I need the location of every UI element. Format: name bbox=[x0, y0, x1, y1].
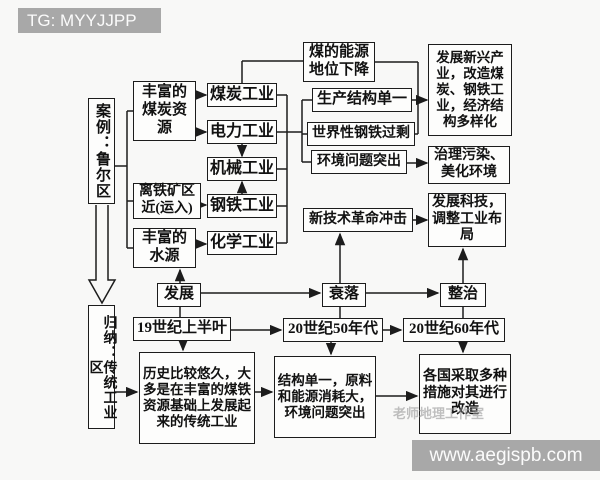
node-case-ruhr: 案例：鲁尔区 bbox=[88, 98, 115, 204]
watermark-bottom-right: www.aegispb.com bbox=[412, 440, 600, 471]
node-power-industry: 电力工业 bbox=[207, 120, 277, 144]
node-time-1950s: 20世纪50年代 bbox=[283, 318, 383, 342]
node-time-early-19th-century: 19世纪上半叶 bbox=[133, 317, 231, 341]
node-pollution-control: 治理污染、美化环境 bbox=[428, 146, 510, 184]
arrow-connectors bbox=[115, 89, 469, 402]
node-steel-industry: 钢铁工业 bbox=[207, 194, 277, 218]
node-machinery-industry: 机械工业 bbox=[207, 157, 277, 181]
node-summary-traditional-industrial-zone: 归纳：传统工业区 bbox=[88, 305, 117, 429]
node-stage-development: 发展 bbox=[157, 283, 201, 307]
node-tech-revolution-impact: 新技术革命冲击 bbox=[303, 208, 413, 232]
plain-connectors bbox=[115, 60, 464, 318]
node-develop-science-adjust-layout: 发展科技，调整工业布局 bbox=[428, 193, 506, 247]
node-single-production-structure: 生产结构单一 bbox=[312, 88, 412, 112]
node-desc-country-measures: 各国采取多种措施对其进行改造 bbox=[419, 354, 511, 434]
node-desc-structure-problems: 结构单一，原料和能源消耗大，环境问题突出 bbox=[274, 356, 376, 438]
node-desc-long-history: 历史比较悠久，大多是在丰富的煤铁资源基础上发展起来的传统工业 bbox=[139, 352, 255, 444]
node-develop-new-industries: 发展新兴产业，改造煤炭、钢铁工业，经济结构多样化 bbox=[428, 44, 512, 136]
case-to-summary-hollow-arrow bbox=[87, 205, 117, 305]
watermark-top-left: TG: MYYJJPP bbox=[18, 8, 161, 33]
node-near-iron-ore: 离铁矿区近(运入) bbox=[133, 183, 201, 219]
node-world-steel-surplus: 世界性钢铁过剩 bbox=[307, 122, 415, 146]
node-coal-energy-decline: 煤的能源地位下降 bbox=[303, 42, 375, 82]
node-chemical-industry: 化学工业 bbox=[207, 231, 277, 255]
node-time-1960s: 20世纪60年代 bbox=[403, 318, 505, 342]
node-coal-industry: 煤炭工业 bbox=[207, 83, 277, 107]
node-stage-renovation: 整治 bbox=[440, 283, 486, 307]
node-stage-decline: 衰落 bbox=[322, 283, 366, 307]
node-rich-coal-resources: 丰富的煤炭资源 bbox=[133, 81, 196, 141]
node-rich-water: 丰富的水源 bbox=[133, 228, 196, 268]
node-environmental-problems: 环境问题突出 bbox=[311, 150, 407, 174]
watermark-faint-studio: 老师地理工作室 bbox=[393, 406, 485, 421]
